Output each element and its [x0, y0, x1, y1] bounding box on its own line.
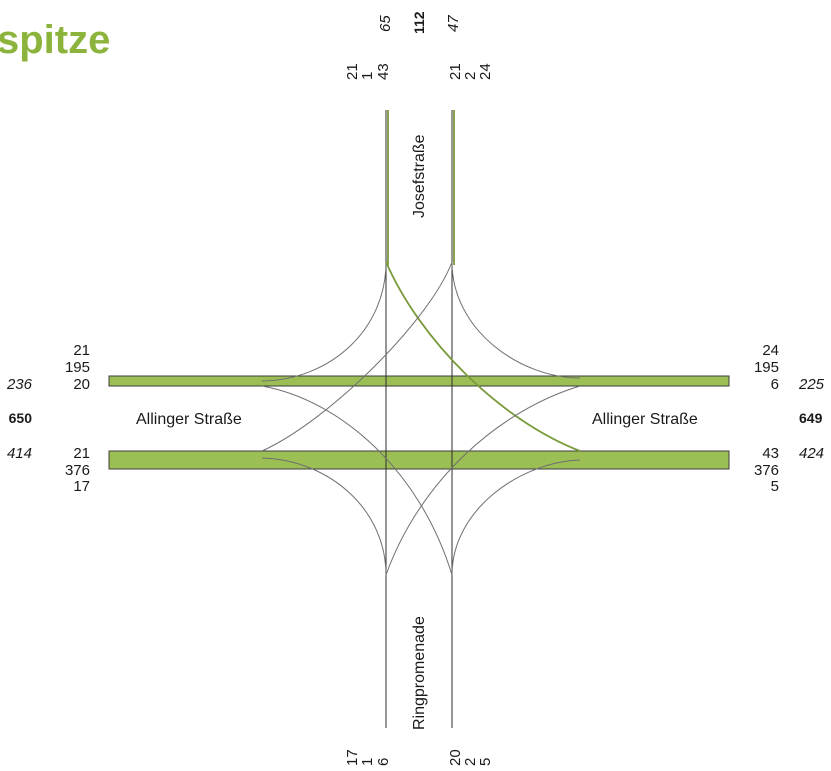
- diagonal-flow-4: [385, 385, 581, 576]
- west-upper-turn-2: 195: [65, 359, 90, 376]
- east-upper-turn-1: 24: [762, 342, 779, 359]
- east-lower-total: 424: [799, 445, 824, 462]
- north-out-turn-1: 21: [447, 63, 464, 80]
- street-north-label: Josefstraße: [411, 134, 428, 218]
- diagonal-flow-1: [385, 261, 581, 452]
- street-west-label: Allinger Straße: [136, 411, 242, 428]
- south-in-turn-3: 6: [375, 758, 392, 766]
- north-sum: 112: [411, 11, 427, 34]
- north-in-total: 65: [377, 15, 394, 32]
- turn-curve-ne: [451, 261, 581, 379]
- lower-traffic-band: [108, 450, 730, 470]
- east-lower-turn-3: 5: [771, 478, 779, 495]
- west-lower-turn-3: 17: [73, 478, 90, 495]
- south-in-turn-1: 17: [344, 749, 361, 766]
- south-out-turn-3: 5: [477, 758, 494, 766]
- turn-curve-nw: [261, 261, 387, 382]
- south-out-turn-2: 2: [462, 758, 479, 766]
- east-lower-turn-1: 43: [762, 445, 779, 462]
- north-out-total: 47: [445, 15, 462, 32]
- west-upper-turn-1: 21: [73, 342, 90, 359]
- south-in-turn-2: 1: [359, 758, 376, 766]
- east-lower-turn-2: 376: [754, 462, 779, 479]
- east-sum: 649: [799, 410, 823, 426]
- west-sum: 650: [9, 410, 33, 426]
- west-lower-total: 414: [7, 445, 32, 462]
- north-in-turn-2: 1: [359, 72, 376, 80]
- diagonal-flow-2: [261, 261, 453, 452]
- upper-traffic-band: [108, 375, 730, 387]
- north-out-turn-2: 2: [462, 72, 479, 80]
- page-title: spitze: [0, 18, 111, 62]
- street-south-label: Ringpromenade: [411, 616, 428, 730]
- turn-curve-sw: [261, 457, 387, 576]
- east-upper-turn-2: 195: [754, 359, 779, 376]
- south-out-turn-1: 20: [447, 749, 464, 766]
- west-upper-total: 236: [6, 376, 33, 393]
- turn-curve-se: [451, 459, 581, 576]
- north-in-turn-1: 21: [344, 63, 361, 80]
- street-east-label: Allinger Straße: [592, 411, 698, 428]
- north-in-turn-3: 43: [375, 63, 392, 80]
- west-upper-turn-3: 20: [73, 376, 90, 393]
- west-lower-turn-1: 21: [73, 445, 90, 462]
- diagonal-flow-3: [261, 385, 453, 576]
- west-lower-turn-2: 376: [65, 462, 90, 479]
- east-upper-turn-3: 6: [771, 376, 779, 393]
- north-out-turn-3: 24: [477, 63, 494, 80]
- east-upper-total: 225: [798, 376, 825, 393]
